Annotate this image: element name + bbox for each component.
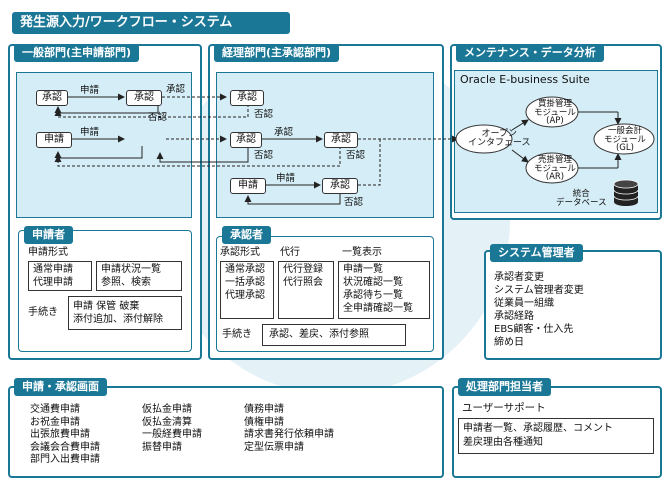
applicant-header: 申請者 [24, 226, 73, 244]
database-icon [613, 179, 639, 206]
applicant-panel [18, 230, 192, 352]
accounting-label-reject-1: 否認 [254, 109, 274, 120]
handler-header: 処理部門担当者 [458, 378, 551, 396]
proxy-label: 代行 [280, 247, 300, 258]
approver-procedure-options[interactable]: 承認、差戻、添付参照 [262, 324, 406, 346]
screens-col1[interactable]: 交通費申請お祝金申請出張旅費申請 会議会合費申請部門入出費申請 [30, 404, 100, 465]
accounting-approve-node-2[interactable]: 承認 [230, 132, 262, 148]
application-status-options[interactable]: 申請状況一覧参照、検索 [96, 261, 182, 291]
general-label-reject: 否認 [148, 112, 168, 123]
list-view-options[interactable]: 申請一覧状況確認一覧 承認待ち一覧全申請確認一覧 [338, 261, 430, 319]
accounting-label-reject-3: 否認 [346, 150, 366, 161]
accounting-apply-node[interactable]: 申請 [230, 178, 266, 194]
accounting-approve-node-4[interactable]: 承認 [322, 178, 358, 194]
screens-col3[interactable]: 債務申請債権申請請求書発行依頼申請定型伝票申請 [244, 404, 334, 453]
page-title: 発生源入力/ワークフロー・システム [12, 12, 290, 34]
approval-form-label: 承認形式 [220, 247, 260, 258]
accounting-label-reject-4: 否認 [344, 197, 364, 208]
list-view-label: 一覧表示 [342, 247, 382, 258]
applicant-procedure-options[interactable]: 申請 保管 破棄添付追加、添付解除 [68, 296, 182, 330]
general-label-approve: 承認 [166, 84, 186, 95]
system-admin-header: システム管理者 [490, 244, 583, 262]
accounting-label-approve: 承認 [274, 127, 294, 138]
gl-module-label[interactable]: 一般会計モジュール(GL) [604, 126, 646, 153]
general-department-header: 一般部門(主申請部門) [14, 44, 140, 62]
approver-header: 承認者 [222, 226, 271, 244]
ap-module-label[interactable]: 買掛管理モジュール(AP) [534, 99, 576, 126]
screens-col2[interactable]: 仮払金申請仮払金清算一般経費申請振替申請 [142, 404, 202, 453]
integrated-database-label: 統合データベース [556, 189, 607, 208]
handler-subtitle: ユーザーサポート [462, 402, 546, 414]
accounting-label-reject-2: 否認 [254, 150, 274, 161]
general-label-apply-2: 申請 [80, 127, 100, 138]
oracle-suite-title: Oracle E-business Suite [460, 73, 590, 86]
approval-form-options[interactable]: 通常承認一括承認代理承認 [220, 261, 274, 319]
applicant-procedure-label: 手続き [28, 307, 58, 318]
accounting-department-header: 経理部門(主承認部門) [214, 44, 340, 62]
accounting-label-apply: 申請 [276, 173, 296, 184]
general-label-apply-1: 申請 [80, 85, 100, 96]
screens-header: 申請・承認画面 [14, 378, 107, 396]
application-form-label: 申請形式 [28, 247, 68, 258]
screens-panel [8, 386, 444, 478]
approver-procedure-label: 手続き [222, 329, 252, 340]
open-interface-label[interactable]: オープンインタフェース [468, 129, 531, 148]
accounting-approve-node-1[interactable]: 承認 [230, 90, 264, 106]
application-form-options[interactable]: 通常申請代理申請 [28, 261, 92, 291]
accounting-approve-node-3[interactable]: 承認 [324, 132, 358, 148]
handler-details[interactable]: 申請者一覧、承認履歴、コメント差戻理由各種通知 [458, 418, 654, 454]
general-approve-node-1[interactable]: 承認 [36, 90, 68, 106]
maintenance-header: メンテナンス・データ分析 [456, 44, 604, 62]
proxy-options[interactable]: 代行登録代行照会 [278, 261, 334, 319]
general-apply-node[interactable]: 申請 [36, 132, 72, 148]
ar-module-label[interactable]: 売掛管理モジュール(AR) [534, 155, 576, 182]
general-approve-node-2[interactable]: 承認 [126, 90, 162, 106]
